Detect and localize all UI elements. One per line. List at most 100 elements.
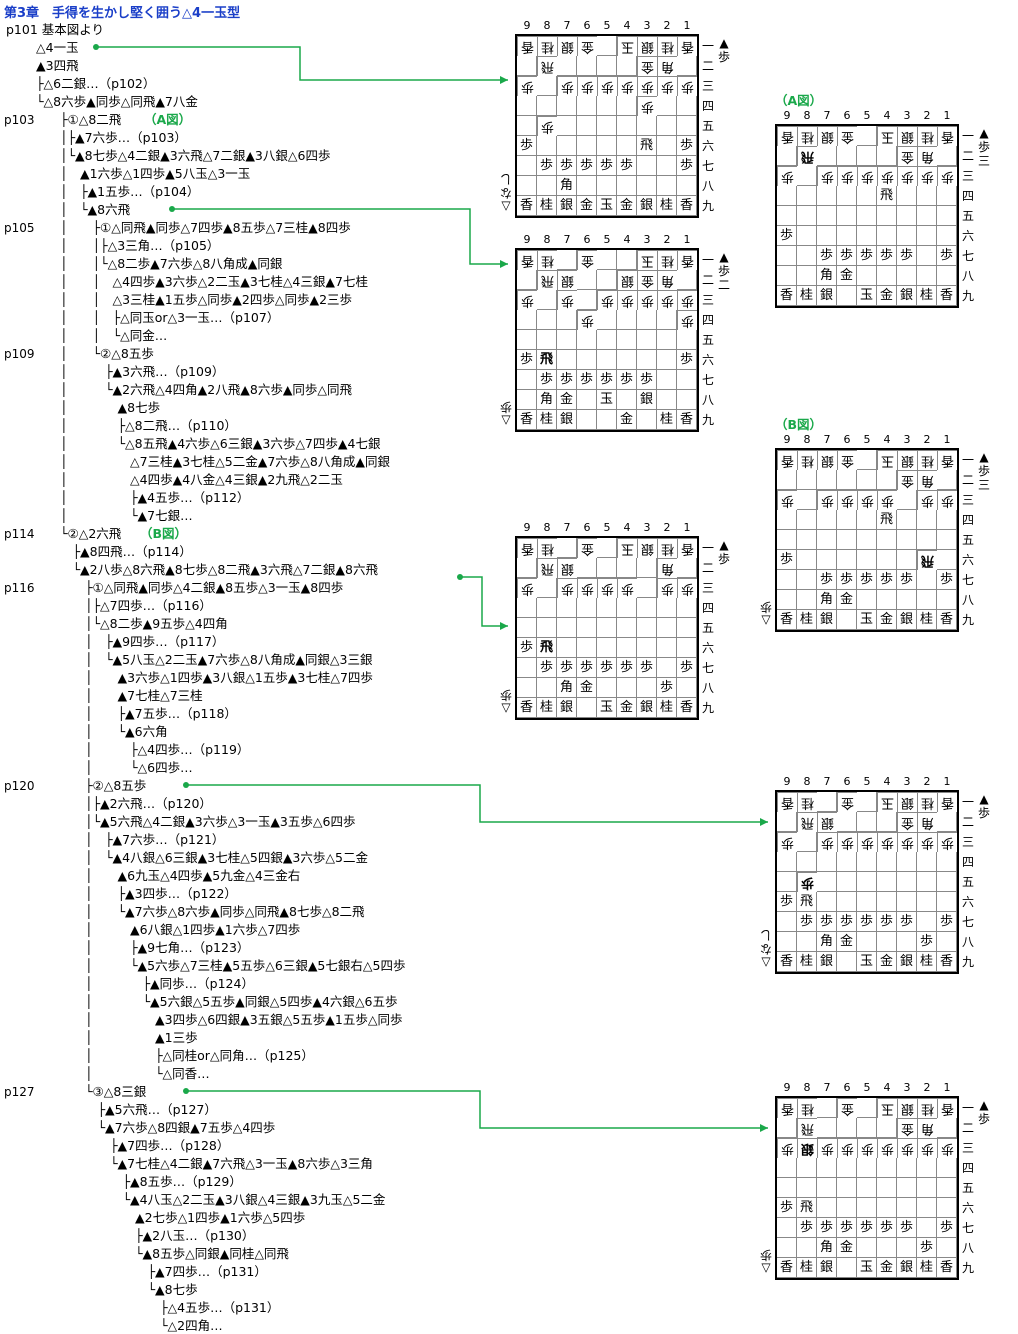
board-square: 飛 — [537, 558, 557, 578]
board-square — [817, 226, 837, 246]
file-label: 4 — [623, 521, 631, 534]
board-square: 香 — [677, 538, 697, 558]
board-square: 歩 — [537, 370, 557, 390]
board-square: 歩 — [637, 76, 657, 96]
rank-label: 二 — [961, 815, 974, 829]
gote-hand: しな△ — [500, 172, 513, 214]
tree-line: ├①△同飛▲同歩△4二銀▲8五歩△3一玉▲8四歩 — [60, 580, 344, 595]
board-square — [777, 1158, 797, 1178]
sente-hand: ▲歩 — [717, 36, 730, 64]
board-square — [557, 250, 577, 270]
board-square: 銀 — [817, 286, 837, 306]
board-square — [877, 1238, 897, 1258]
board-square — [657, 638, 677, 658]
board-square: 歩 — [657, 76, 677, 96]
board-square: 玉 — [597, 390, 617, 410]
board-square: 香 — [517, 250, 537, 270]
file-label: 1 — [943, 109, 951, 122]
board-square — [517, 390, 537, 410]
board-square: 金 — [577, 196, 597, 216]
tree-line: ├▲2八玉…（p130） — [60, 1228, 255, 1243]
tree-line: │ ├▲4五歩…（p112） — [60, 490, 250, 505]
board-square: 銀 — [557, 36, 577, 56]
board-square — [937, 1238, 957, 1258]
sente-hand: ▲歩 — [717, 538, 730, 566]
board-square: 香 — [777, 450, 797, 470]
board-square: 歩 — [877, 490, 897, 510]
board-square: 歩 — [557, 290, 577, 310]
rank-label: 九 — [961, 613, 974, 627]
rank-label: 九 — [961, 1261, 974, 1275]
board-square: 飛 — [797, 812, 817, 832]
board-square — [617, 310, 637, 330]
board-square — [797, 590, 817, 610]
board-square: 玉 — [857, 286, 877, 306]
board-square: 桂 — [657, 250, 677, 270]
board-square — [557, 538, 577, 558]
board-square: 桂 — [917, 792, 937, 812]
board-square — [517, 658, 537, 678]
board-square — [797, 186, 817, 206]
rank-label: 四 — [701, 313, 714, 327]
board-square: 歩 — [557, 658, 577, 678]
rank-label: 三 — [701, 293, 714, 307]
tree-line: └△2四角… — [60, 1318, 223, 1333]
board-square — [617, 618, 637, 638]
rank-label: 四 — [961, 189, 974, 203]
board-square — [837, 852, 857, 872]
rank-label: 一 — [701, 253, 714, 267]
board-square: 桂 — [657, 538, 677, 558]
tree-line: │ └△同香… — [60, 1066, 210, 1081]
rank-label: 七 — [701, 661, 714, 675]
board-square — [857, 1198, 877, 1218]
board-square: 飛 — [637, 136, 657, 156]
file-label: 5 — [863, 109, 871, 122]
board-square — [937, 206, 957, 226]
board-square: 歩 — [637, 96, 657, 116]
board-square: 銀 — [897, 450, 917, 470]
file-label: 5 — [863, 1081, 871, 1094]
board-square — [837, 952, 857, 972]
board-square — [857, 792, 877, 812]
rank-label: 三 — [961, 493, 974, 507]
board-square: 桂 — [537, 196, 557, 216]
board-square — [857, 1178, 877, 1198]
board-square — [777, 1118, 797, 1138]
board-square — [917, 590, 937, 610]
file-label: 8 — [803, 775, 811, 788]
board-square: 歩 — [617, 578, 637, 598]
board-square — [937, 872, 957, 892]
board-square — [777, 246, 797, 266]
rank-label: 三 — [961, 1141, 974, 1155]
board-square: 玉 — [877, 1098, 897, 1118]
board-square — [937, 812, 957, 832]
board-square — [777, 146, 797, 166]
board-square: 角 — [537, 390, 557, 410]
board-square — [577, 598, 597, 618]
gote-hand: 歩△ — [500, 400, 513, 428]
board-square — [837, 1198, 857, 1218]
board-square — [917, 570, 937, 590]
board-square — [797, 1178, 817, 1198]
board-square — [917, 872, 937, 892]
file-label: 8 — [803, 433, 811, 446]
board-square — [817, 206, 837, 226]
board-square — [837, 470, 857, 490]
sente-hand: ▲歩二 — [717, 250, 730, 292]
board-square — [537, 578, 557, 598]
file-label: 2 — [923, 433, 931, 446]
board-square: 歩 — [597, 658, 617, 678]
board-square: 飛 — [537, 350, 557, 370]
board-square: 金 — [577, 250, 597, 270]
board-square — [617, 116, 637, 136]
tree-line: │ │ ├△同玉or△3一玉…（p107） — [60, 310, 280, 325]
board-square: 歩 — [557, 76, 577, 96]
rank-label: 八 — [961, 1241, 974, 1255]
board-square — [797, 510, 817, 530]
board-grid: 香桂銀金玉銀桂香飛金角歩歩歩歩歩歩歩歩飛歩歩歩歩歩歩歩角金香桂銀玉金銀桂香 — [775, 124, 959, 308]
tree-line: │ │ △3三桂▲1五歩△同歩▲2四歩△同歩▲2三歩 — [60, 292, 353, 307]
board-square — [597, 176, 617, 196]
file-label: 7 — [823, 1081, 831, 1094]
board-square: 歩 — [877, 246, 897, 266]
board-square: 歩 — [677, 290, 697, 310]
